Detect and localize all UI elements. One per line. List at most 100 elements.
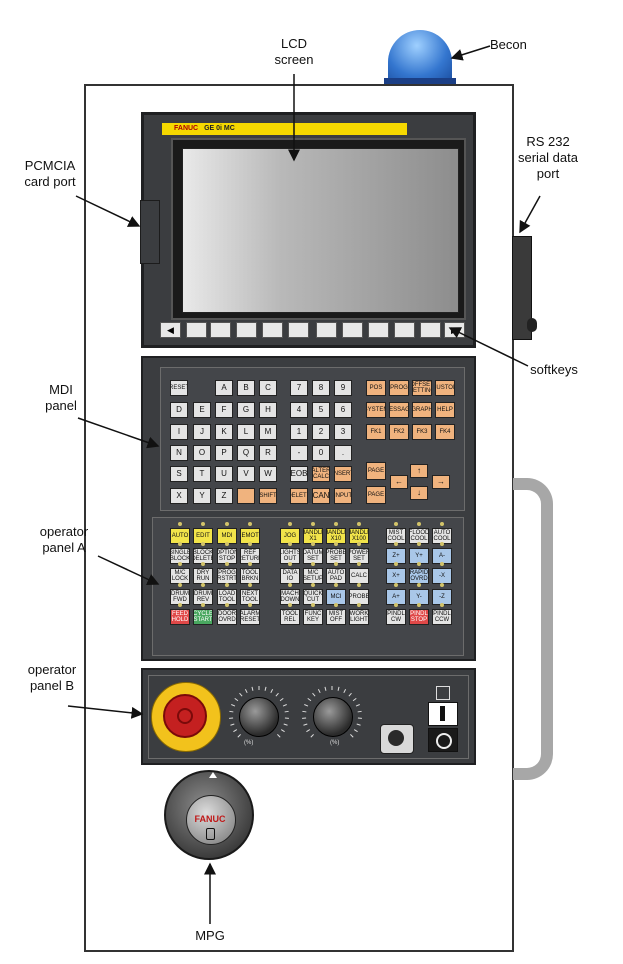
softkey[interactable] xyxy=(186,322,207,338)
mdi-key-eob[interactable]: EOB xyxy=(290,466,308,482)
mdi-key-z[interactable]: Z xyxy=(215,488,233,504)
mdi-key-m[interactable]: M xyxy=(259,424,277,440)
operator-key[interactable]: ALARM RESET xyxy=(240,609,260,625)
spindle-override-knob[interactable] xyxy=(313,697,353,737)
softkey[interactable] xyxy=(236,322,257,338)
softkey[interactable] xyxy=(288,322,309,338)
cursor-down-key[interactable]: ↓ xyxy=(410,486,428,500)
mdi-key-num[interactable]: 1 xyxy=(290,424,308,440)
operator-key[interactable]: TOOL REL xyxy=(280,609,300,625)
mdi-key-num[interactable]: 8 xyxy=(312,380,330,396)
operator-key[interactable]: WORK LIGHT xyxy=(349,609,369,625)
mdi-func-key[interactable]: FK2 xyxy=(389,424,409,440)
softkey[interactable] xyxy=(316,322,337,338)
mdi-key-num[interactable]: 2 xyxy=(312,424,330,440)
operator-key[interactable]: TOOL BRKN xyxy=(240,568,260,584)
operator-key[interactable]: Y- xyxy=(409,589,429,605)
mdi-key-t[interactable]: T xyxy=(193,466,211,482)
mdi-key-o[interactable]: O xyxy=(193,445,211,461)
mdi-key-i[interactable]: I xyxy=(170,424,188,440)
mdi-key-num[interactable]: 0 xyxy=(312,445,330,461)
operator-key[interactable]: -X xyxy=(432,568,452,584)
mdi-key-b[interactable]: B xyxy=(237,380,255,396)
softkey-left-arrow[interactable]: ◀ xyxy=(160,322,181,338)
mdi-key-can[interactable]: CAN xyxy=(312,488,330,504)
softkey[interactable] xyxy=(394,322,415,338)
mdi-key-y[interactable]: Y xyxy=(193,488,211,504)
page-up-key[interactable]: PAGE xyxy=(366,462,386,480)
mdi-key-f[interactable]: F xyxy=(215,402,233,418)
mdi-key-l[interactable]: L xyxy=(237,424,255,440)
softkey[interactable] xyxy=(420,322,441,338)
mdi-key-j[interactable]: J xyxy=(193,424,211,440)
mdi-key-input[interactable]: INPUT xyxy=(334,488,352,504)
softkey[interactable] xyxy=(368,322,389,338)
mdi-key-e[interactable]: E xyxy=(193,402,211,418)
mdi-func-key[interactable]: GRAPH xyxy=(412,402,432,418)
mdi-key-num[interactable]: 4 xyxy=(290,402,308,418)
softkey[interactable] xyxy=(210,322,231,338)
operator-key[interactable]: FLOOD COOL xyxy=(409,528,429,544)
mdi-key-shift[interactable]: SHIFT xyxy=(259,488,277,504)
operator-key[interactable]: MIST COOL xyxy=(386,528,406,544)
mdi-key-blank[interactable] xyxy=(237,488,255,504)
operator-key[interactable]: MIST OFF xyxy=(326,609,346,625)
mdi-key-u[interactable]: U xyxy=(215,466,233,482)
mdi-key-insert[interactable]: INSERT xyxy=(334,466,352,482)
mdi-key-d[interactable]: D xyxy=(170,402,188,418)
emergency-stop-button[interactable] xyxy=(163,694,207,738)
mdi-key-q[interactable]: Q xyxy=(237,445,255,461)
mdi-key-w[interactable]: W xyxy=(259,466,277,482)
softkey[interactable] xyxy=(342,322,363,338)
mdi-key-num[interactable]: 6 xyxy=(334,402,352,418)
mpg-handwheel[interactable] xyxy=(164,770,254,860)
softkey[interactable] xyxy=(262,322,283,338)
mdi-key-num[interactable]: . xyxy=(334,445,352,461)
cursor-left-key[interactable]: ← xyxy=(390,475,408,489)
mdi-func-key[interactable]: FK3 xyxy=(412,424,432,440)
operator-key[interactable]: PROG RSTRT xyxy=(217,568,237,584)
mdi-key-r[interactable]: R xyxy=(259,445,277,461)
operator-key[interactable]: DRUM FWD xyxy=(170,589,190,605)
mdi-func-key[interactable]: OFFSET SETTING xyxy=(412,380,432,396)
mdi-key-reset[interactable]: RESET xyxy=(170,380,188,396)
cursor-right-key[interactable]: → xyxy=(432,475,450,489)
mdi-key-k[interactable]: K xyxy=(215,424,233,440)
operator-key[interactable]: LOAD TOOL xyxy=(217,589,237,605)
mdi-func-key[interactable]: HELP xyxy=(435,402,455,418)
mdi-key-delete[interactable]: DELETE xyxy=(290,488,308,504)
mdi-func-key[interactable]: FK4 xyxy=(435,424,455,440)
feed-override-knob[interactable] xyxy=(239,697,279,737)
mdi-key-num[interactable]: 9 xyxy=(334,380,352,396)
mdi-func-key[interactable]: PROG xyxy=(389,380,409,396)
mdi-key-g[interactable]: G xyxy=(237,402,255,418)
mdi-key-v[interactable]: V xyxy=(237,466,255,482)
mdi-key-num[interactable]: 3 xyxy=(334,424,352,440)
operator-key[interactable]: DOOR OVRD xyxy=(217,609,237,625)
page-down-key[interactable]: PAGE xyxy=(366,486,386,504)
mdi-key-x[interactable]: X xyxy=(170,488,188,504)
mdi-func-key[interactable]: CUSTOM xyxy=(435,380,455,396)
mdi-func-key[interactable]: MESSAGE xyxy=(389,402,409,418)
operator-key[interactable]: PROBE xyxy=(349,589,369,605)
operator-key[interactable]: SPINDLE CCW xyxy=(432,609,452,625)
mdi-key-p[interactable]: P xyxy=(215,445,233,461)
operator-key[interactable]: FUNC KEY xyxy=(303,609,323,625)
operator-key[interactable]: Y+ xyxy=(409,548,429,564)
mdi-func-key[interactable]: FK1 xyxy=(366,424,386,440)
operator-key[interactable]: SPINDLE STOP xyxy=(409,609,429,625)
operator-key[interactable]: NEXT TOOL xyxy=(240,589,260,605)
operator-key[interactable]: M/C LOCK xyxy=(170,568,190,584)
cursor-up-key[interactable]: ↑ xyxy=(410,464,428,478)
mdi-key-n[interactable]: N xyxy=(170,445,188,461)
mdi-key-alter[interactable]: ALTER CALC xyxy=(312,466,330,482)
mdi-key-num[interactable]: - xyxy=(290,445,308,461)
operator-key[interactable]: POWER SET xyxy=(349,548,369,564)
mdi-key-h[interactable]: H xyxy=(259,402,277,418)
operator-key[interactable]: REF RETURN xyxy=(240,548,260,564)
power-off-button[interactable] xyxy=(428,728,458,752)
operator-key[interactable]: DATUM SET xyxy=(303,548,323,564)
operator-key[interactable]: OPTION STOP xyxy=(217,548,237,564)
mdi-func-key[interactable]: POS xyxy=(366,380,386,396)
mdi-key-a[interactable]: A xyxy=(215,380,233,396)
